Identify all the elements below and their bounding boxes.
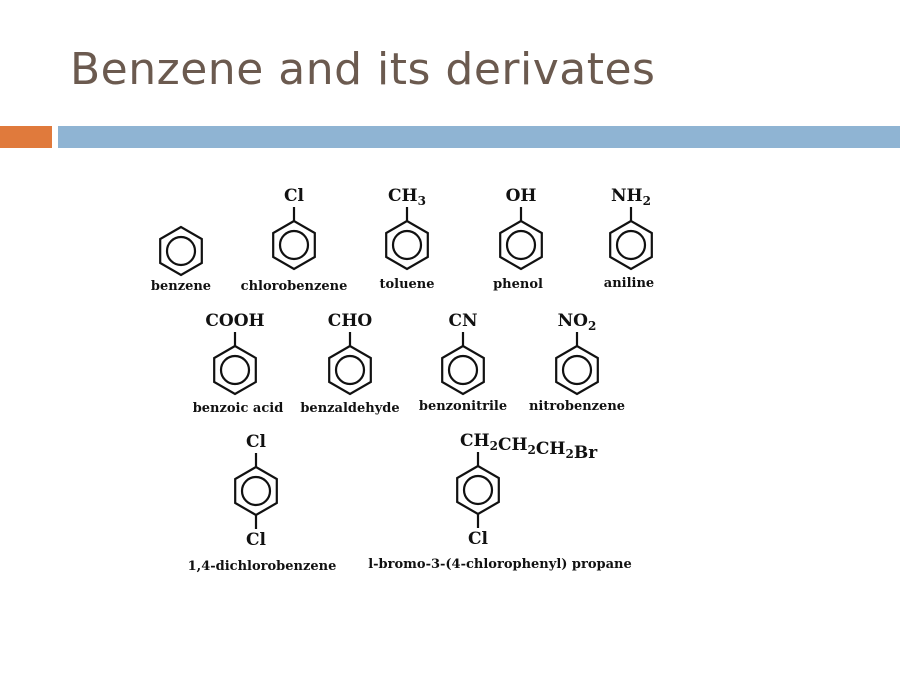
substituent-top: CN <box>448 311 477 331</box>
benzene-ring <box>159 225 203 277</box>
structure-label: nitrobenzene <box>529 399 625 414</box>
substituent-top: CH2CH2CH2Br <box>460 431 598 463</box>
aromatic-circle <box>462 474 494 506</box>
substituent-top: OH <box>506 186 537 206</box>
benzene-ring <box>328 344 372 396</box>
substituent-top: Cl <box>246 432 267 452</box>
substituent-top: NH2 <box>611 186 651 208</box>
structure-label: l-bromo-3-(4-chlorophenyl) propane <box>368 557 632 572</box>
aromatic-circle <box>505 229 537 261</box>
aromatic-circle <box>561 354 593 386</box>
structure-label: aniline <box>604 276 654 291</box>
substituent-bottom: Cl <box>246 530 267 550</box>
accent-bar-orange <box>0 126 52 148</box>
structure-label: chlorobenzene <box>241 279 348 294</box>
benzene-ring <box>441 344 485 396</box>
structure-label: benzaldehyde <box>300 401 399 416</box>
structure-label: benzene <box>151 279 211 294</box>
benzene-ring <box>272 219 316 271</box>
substituent-top: Cl <box>284 186 305 206</box>
substituent-top: CHO <box>328 311 373 331</box>
aromatic-circle <box>219 354 251 386</box>
benzene-ring <box>385 219 429 271</box>
substituent-top: COOH <box>205 311 264 331</box>
benzene-ring <box>499 219 543 271</box>
aromatic-circle <box>334 354 366 386</box>
accent-bar-blue <box>58 126 900 148</box>
aromatic-circle <box>240 475 272 507</box>
aromatic-circle <box>615 229 647 261</box>
substituent-bottom: Cl <box>468 529 489 549</box>
structure-label: 1,4-dichlorobenzene <box>188 559 337 574</box>
structure-label: benzoic acid <box>193 401 284 416</box>
structure-label: phenol <box>493 277 543 292</box>
substituent-top: CH3 <box>388 186 426 208</box>
benzene-ring <box>213 344 257 396</box>
structure-label: toluene <box>379 277 434 292</box>
slide-title: Benzene and its derivates <box>70 44 656 95</box>
benzene-ring <box>609 219 653 271</box>
aromatic-circle <box>447 354 479 386</box>
aromatic-circle <box>391 229 423 261</box>
substituent-top: NO2 <box>558 311 597 333</box>
aromatic-circle <box>165 235 197 267</box>
benzene-ring <box>555 344 599 396</box>
structure-label: benzonitrile <box>419 399 507 414</box>
aromatic-circle <box>278 229 310 261</box>
